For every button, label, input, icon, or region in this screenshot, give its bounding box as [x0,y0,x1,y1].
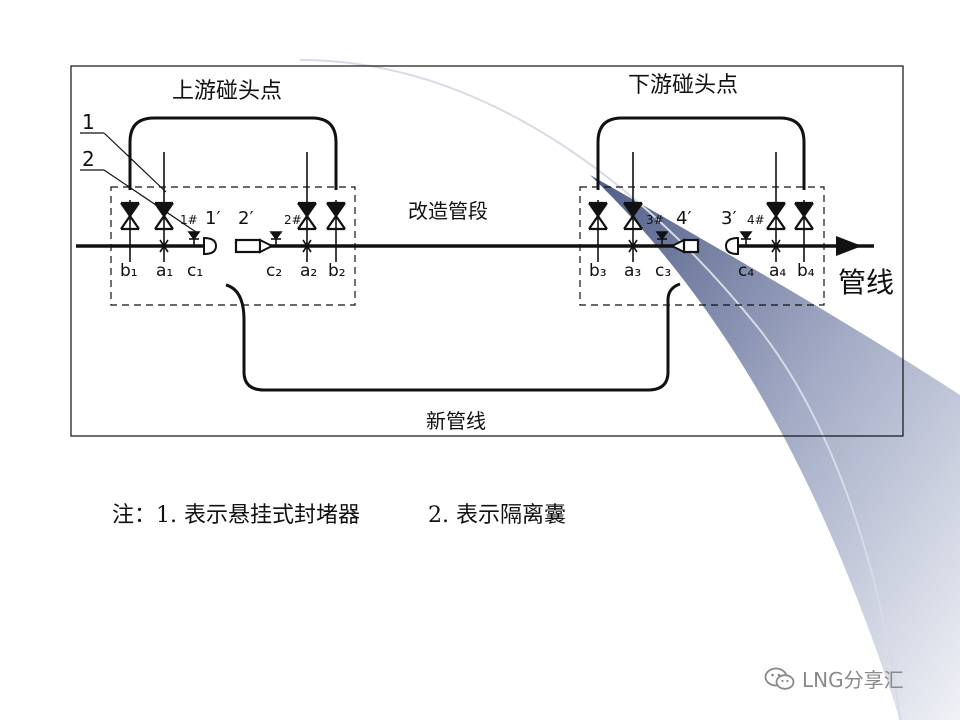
modified-segment-label: 改造管段 [408,199,488,223]
upstream-tie-in-label: 上游碰头点 [172,79,282,104]
label-b2: b₂ [328,261,346,281]
upstream-bypass-line [128,116,338,190]
label-a3: a₃ [624,261,641,281]
label-a1: a₁ [156,261,173,281]
new-pipeline-label: 新管线 [426,409,486,433]
valve-fills [121,203,813,216]
label-2-prime: 2′ [238,208,254,229]
wechat-icon [764,667,795,690]
valve-labels: b₁ a₁ c₁ c₂ a₂ b₂ b₃ a₃ c₃ c₄ a₄ b₄ [120,261,815,281]
diagram-frame [70,65,904,437]
label-b3: b₃ [589,261,607,281]
plug-device-1prime [203,236,218,256]
valve-c4 [739,231,753,246]
pipeline-cross-markers [159,239,781,253]
callout-2: 2 [82,147,95,171]
isolation-bag-2prime [234,238,275,254]
valve-c3 [655,231,669,246]
label-3-hash: 3# [646,213,664,227]
new-pipeline [225,282,681,392]
label-4-prime: 4′ [676,208,692,229]
callout-leaders [80,132,197,233]
label-c3: c₃ [655,261,671,281]
plug-device-3prime [724,236,739,256]
valve-c1 [187,231,201,246]
label-c4: c₄ [738,261,754,281]
label-1-hash: 1# [180,213,198,227]
downstream-tie-in-label: 下游碰头点 [628,73,738,98]
legend-note-part2: 2. 表示隔离囊 [427,503,566,528]
small-valves [187,231,753,246]
label-b4: b₄ [797,261,815,281]
isolation-bag-4prime [669,238,700,254]
label-1-prime: 1′ [205,208,221,229]
label-a4: a₄ [769,261,786,281]
watermark: LNG分享汇 [764,664,904,693]
label-b1: b₁ [120,261,138,281]
device-labels: 1# 1′ 2′ 2# 3# 4′ 3′ 4# [180,208,765,229]
label-c1: c₁ [187,261,203,281]
flow-direction-arrow [836,236,862,256]
background-swoosh [299,59,960,720]
valve-c2 [269,231,283,246]
watermark-text: LNG分享汇 [802,668,904,692]
label-a2: a₂ [300,261,317,281]
label-c2: c₂ [266,261,282,281]
label-4-hash: 4# [747,213,765,227]
label-2-hash: 2# [284,213,302,227]
callout-1: 1 [82,110,95,134]
legend-note-part1: 注：1. 表示悬挂式封堵器 [112,503,360,528]
pipeline-label: 管线 [838,266,894,299]
label-3-prime: 3′ [721,208,737,229]
downstream-bypass-line [596,116,806,190]
legend-note: 注：1. 表示悬挂式封堵器 2. 表示隔离囊 [112,497,566,529]
